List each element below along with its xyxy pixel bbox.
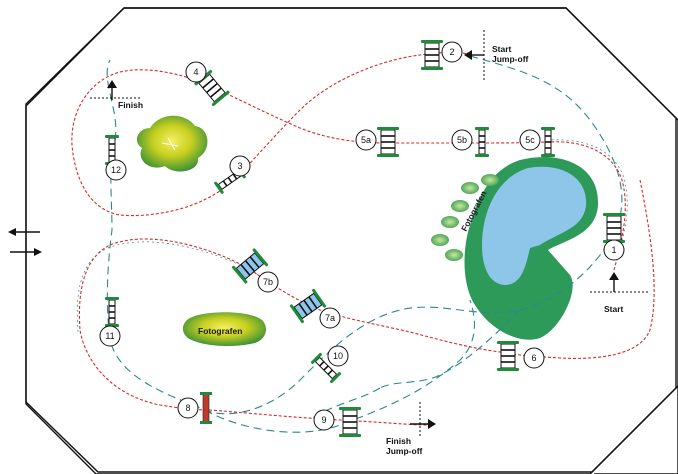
jumpoff-route bbox=[106, 55, 623, 433]
finish-jumpoff-label-1: Finish bbox=[386, 436, 411, 446]
start-label: Start bbox=[604, 304, 624, 314]
obstacle-5b bbox=[475, 127, 489, 157]
obstacle-number-7a: 7a bbox=[325, 313, 335, 323]
obstacle-number-3: 3 bbox=[237, 161, 242, 171]
obstacle-5a bbox=[377, 127, 399, 157]
obstacle-number-circle bbox=[319, 307, 341, 329]
main-route-shadow bbox=[76, 139, 628, 333]
obstacle-number-circle bbox=[441, 41, 463, 63]
fotografen-field-label: Fotografen bbox=[198, 326, 242, 336]
obstacle-number-4: 4 bbox=[193, 67, 198, 77]
obstacle-number-circle bbox=[355, 129, 377, 151]
obstacle-number-5a: 5a bbox=[361, 135, 371, 145]
obstacle-2 bbox=[421, 40, 443, 70]
obstacle-number-8: 8 bbox=[185, 403, 190, 413]
obstacle-9 bbox=[339, 407, 361, 437]
obstacle-1 bbox=[603, 213, 625, 243]
obstacle-number-circle bbox=[327, 345, 349, 367]
finish-marker: Finish bbox=[90, 80, 143, 110]
pond-area: Fotografen bbox=[459, 157, 599, 340]
obstacle-10 bbox=[310, 352, 342, 384]
obstacle-5c bbox=[541, 127, 555, 157]
obstacle-number-1: 1 bbox=[611, 245, 616, 255]
obstacle-number-2: 2 bbox=[449, 47, 454, 57]
obstacle-number-11: 11 bbox=[105, 331, 114, 341]
fotografen-field: Fotografen bbox=[182, 312, 266, 346]
obstacle-number-5c: 5c bbox=[525, 135, 535, 145]
start-jumpoff-marker: Start Jump-off bbox=[464, 30, 529, 80]
obstacle-number-circle bbox=[519, 129, 541, 151]
obstacle-number-7b: 7b bbox=[263, 277, 273, 287]
arena-border bbox=[25, 7, 678, 474]
finish-jumpoff-marker: Finish Jump-off bbox=[386, 402, 436, 456]
finish-jumpoff-label-2: Jump-off bbox=[386, 446, 423, 456]
obstacle-number-circle bbox=[229, 155, 251, 177]
obstacle-7a bbox=[289, 288, 327, 324]
obstacle-number-12: 12 bbox=[111, 165, 121, 175]
obstacle-number-circle bbox=[257, 271, 279, 293]
start-jumpoff-label-1: Start bbox=[492, 44, 512, 54]
start-marker: Start bbox=[590, 272, 650, 314]
obstacle-number-5b: 5b bbox=[457, 135, 467, 145]
obstacle-number-circle bbox=[313, 409, 335, 431]
obstacle-number-circle bbox=[99, 325, 121, 347]
obstacle-number-circle bbox=[177, 397, 199, 419]
start-jumpoff-label-2: Jump-off bbox=[492, 54, 529, 64]
obstacle-number-circle bbox=[185, 61, 207, 83]
bush-island bbox=[136, 115, 208, 172]
obstacle-number-6: 6 bbox=[531, 353, 536, 363]
obstacle-number-circle bbox=[451, 129, 473, 151]
obstacle-number-9: 9 bbox=[321, 415, 326, 425]
entry-exit-arrows bbox=[8, 228, 42, 256]
obstacle-number-circle bbox=[523, 347, 545, 369]
obstacle-7b bbox=[231, 248, 269, 284]
obstacle-number-circle bbox=[603, 239, 625, 261]
obstacle-number-circle bbox=[105, 159, 127, 181]
obstacle-6 bbox=[497, 341, 519, 371]
small-bushes bbox=[431, 174, 499, 261]
obstacle-8 bbox=[200, 392, 212, 424]
finish-label: Finish bbox=[118, 100, 143, 110]
obstacle-11 bbox=[105, 297, 119, 327]
obstacle-number-10: 10 bbox=[333, 351, 343, 361]
arena-outline bbox=[25, 7, 677, 473]
